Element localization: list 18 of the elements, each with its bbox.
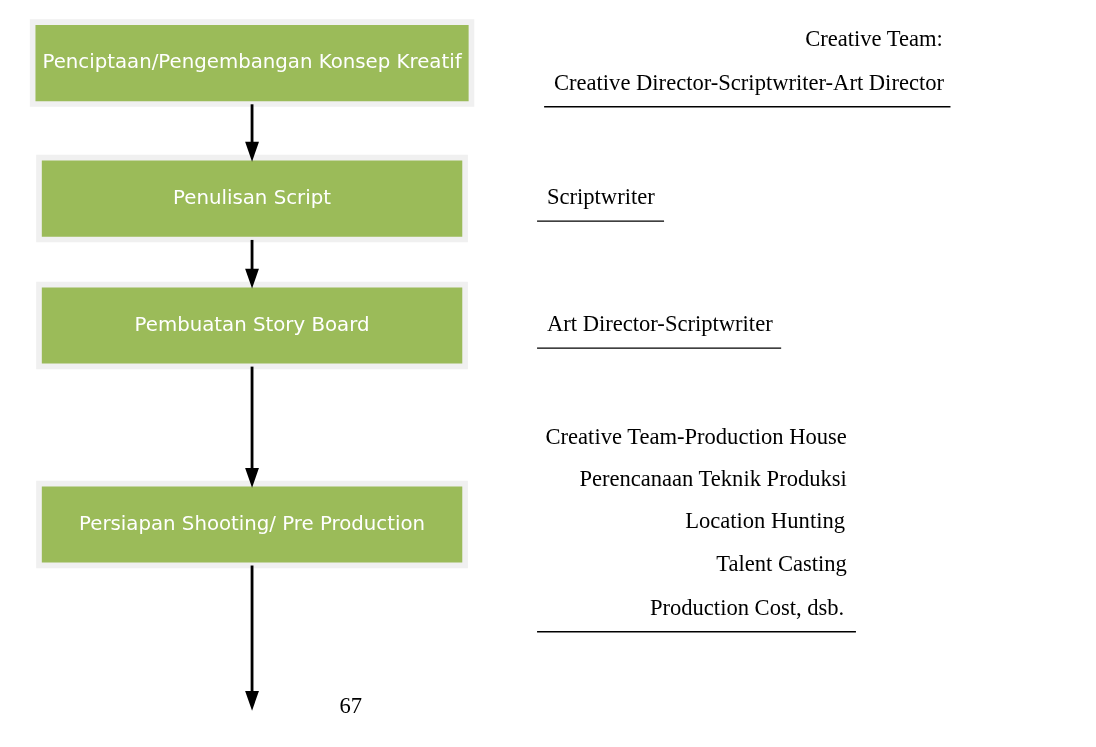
node-box: Persiapan Shooting/ Pre Production [36,480,468,569]
node-label: Creative Team: [805,25,943,51]
node-label: Location Hunting [685,508,846,534]
arrow [245,565,259,711]
node-label: Production Cost, dsb. [649,594,845,620]
node-box: Pembuatan Story Board [36,281,468,370]
arrow [245,366,259,488]
node-label: Talent Casting [716,550,847,576]
arrow [245,239,259,289]
node-label: Scriptwriter [546,183,655,209]
node-box: Penulisan Script [36,154,468,243]
node-box: Penciptaan/Pengembangan Konsep Kreatif [29,19,475,107]
node-label: Creative Director-Scriptwriter-Art Director [554,69,945,95]
node-label: Creative Team-Production House [545,423,847,449]
label: 67 [339,693,363,719]
node-label: Art Director-Scriptwriter [546,310,773,336]
arrow [245,104,259,162]
node-label: Perencanaan Teknik Produksi [579,466,847,492]
